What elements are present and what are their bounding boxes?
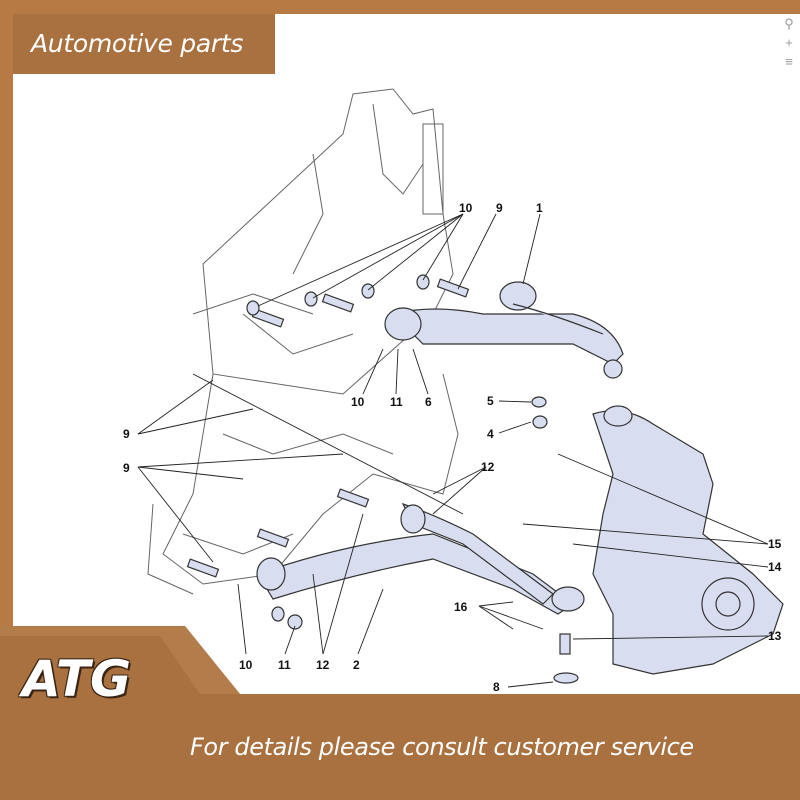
upper-control-arm <box>384 281 624 379</box>
callout-10-bottom: 10 <box>239 658 253 672</box>
callout-labels: 10 9 1 9 10 11 6 5 4 9 12 15 14 16 13 10… <box>123 201 782 694</box>
bottom-brand-band <box>0 626 800 800</box>
callout-14: 14 <box>768 560 782 574</box>
callout-10-top: 10 <box>459 201 473 215</box>
add-icon[interactable]: + <box>785 35 793 50</box>
brand-logo: ATG <box>22 650 132 708</box>
callout-13: 13 <box>768 629 782 643</box>
callout-5: 5 <box>487 394 494 408</box>
footer-note: For details please consult customer serv… <box>190 733 694 761</box>
knuckle-upright <box>592 405 784 675</box>
suspension-exploded-diagram: 10 9 1 9 10 11 6 5 4 9 12 15 14 16 13 10… <box>123 88 784 694</box>
callout-2: 2 <box>353 658 360 672</box>
callout-1: 1 <box>536 201 543 215</box>
callout-9-left-upper: 9 <box>123 427 130 441</box>
banner-title: Automotive parts <box>31 29 244 58</box>
callout-11-bottom: 11 <box>278 658 291 672</box>
zoom-icon[interactable]: ⚲ <box>784 16 794 31</box>
callout-6: 6 <box>425 395 432 409</box>
callout-15: 15 <box>768 537 782 551</box>
leader-lines <box>137 213 769 688</box>
lower-control-arm <box>256 502 585 615</box>
menu-icon[interactable]: ≡ <box>785 54 793 69</box>
callout-4: 4 <box>487 427 494 441</box>
callout-9-top: 9 <box>496 201 503 215</box>
callout-16: 16 <box>454 600 468 614</box>
side-toolbar: ⚲ + ≡ <box>778 14 800 74</box>
callout-11-mid: 11 <box>390 395 403 409</box>
top-border <box>0 0 800 14</box>
fasteners <box>186 274 579 684</box>
callout-9-left-lower: 9 <box>123 461 130 475</box>
callout-12-bottom: 12 <box>316 658 330 672</box>
top-banner: Automotive parts <box>13 14 275 74</box>
callout-8: 8 <box>493 680 500 694</box>
callout-10-mid: 10 <box>351 395 365 409</box>
callout-12-right: 12 <box>481 460 495 474</box>
